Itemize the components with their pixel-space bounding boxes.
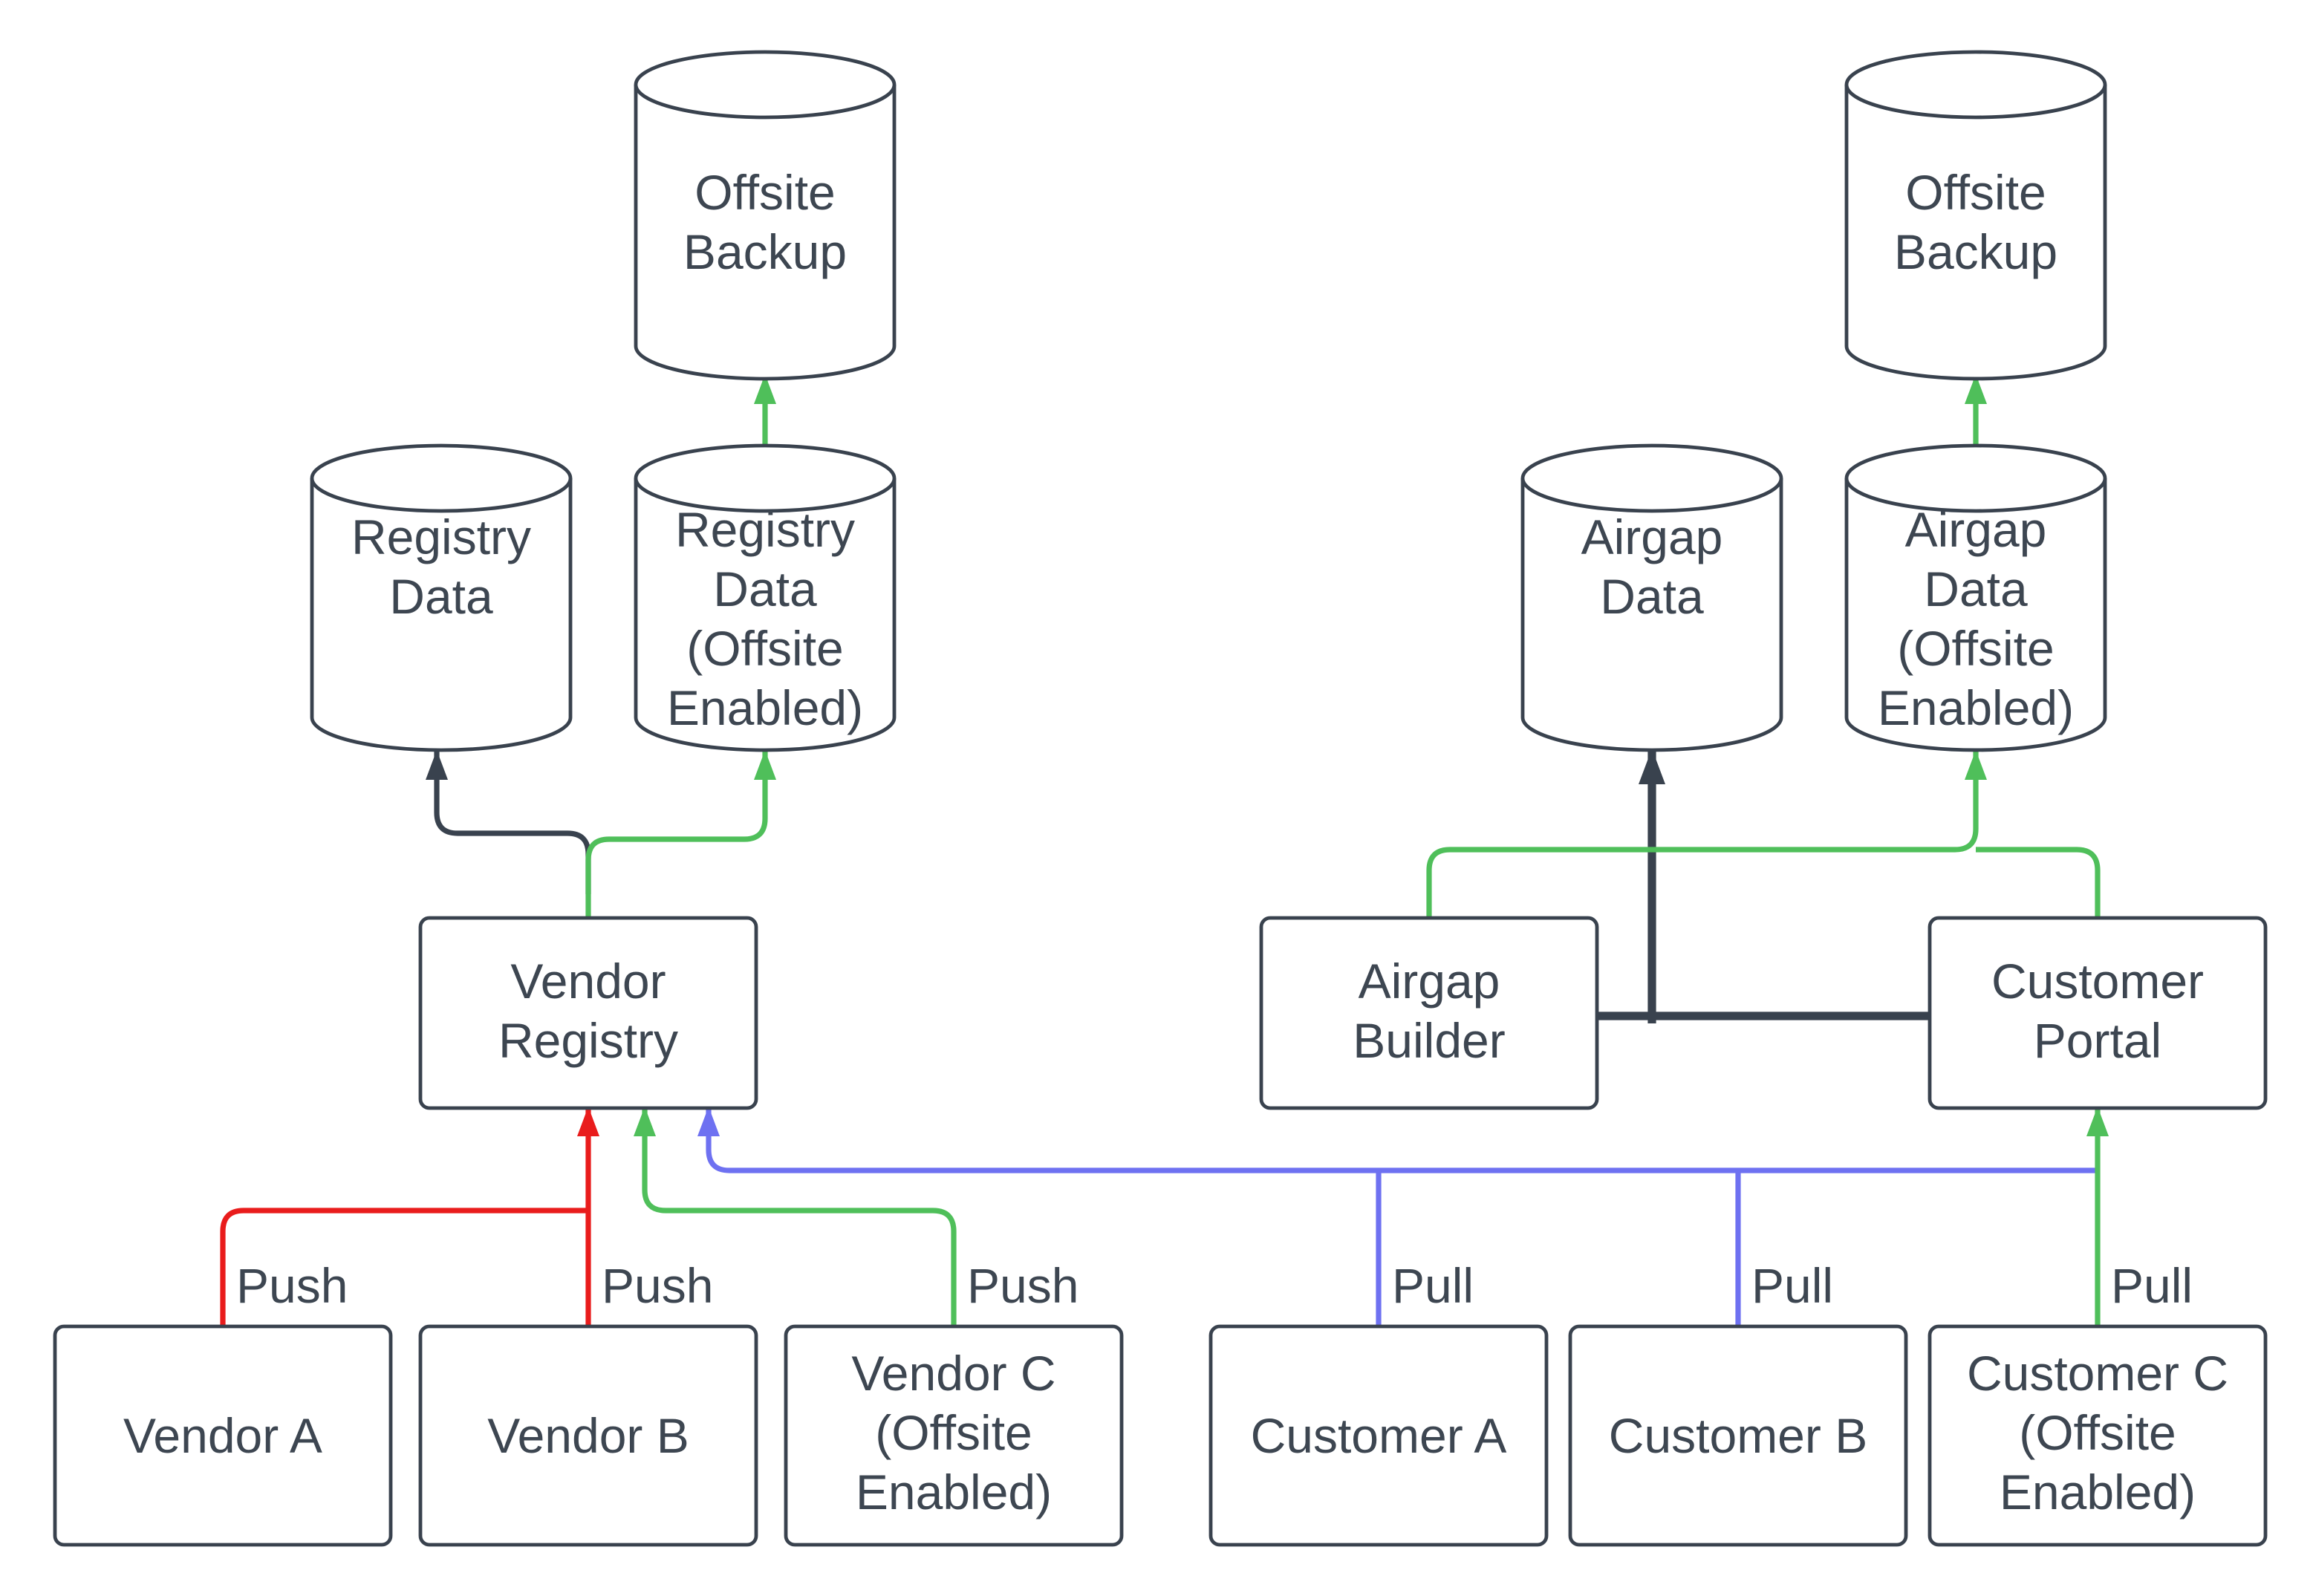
node-customer-b: Customer B [1568, 1324, 1908, 1547]
node-label: Data [389, 569, 493, 624]
node-vendor-a: Vendor A [53, 1324, 393, 1547]
node-customer-a: Customer A [1208, 1324, 1549, 1547]
node-customer-c: Customer C (Offsite Enabled) [1928, 1324, 2268, 1547]
node-vendor-registry: Vendor Registry [418, 916, 758, 1110]
node-label: Airgap [1905, 502, 2047, 557]
node-vendor-b: Vendor B [418, 1324, 758, 1547]
edge-label-pull-customer-b: Pull [1751, 1258, 1833, 1313]
node-label: Enabled) [2000, 1465, 2196, 1520]
node-label: (Offsite [2019, 1405, 2176, 1460]
node-label: (Offsite [686, 621, 844, 676]
node-label: Enabled) [1878, 680, 2074, 735]
edge-labels: Push Push Push Pull Pull Pull [236, 1258, 2193, 1313]
node-label: Airgap [1359, 954, 1500, 1009]
node-label: Offsite [694, 165, 836, 220]
node-label: Data [1924, 561, 2028, 616]
node-label: Customer A [1251, 1408, 1507, 1463]
node-label: Customer C [1967, 1346, 2228, 1401]
node-label: Offsite [1905, 165, 2046, 220]
node-label: Customer [1991, 954, 2204, 1009]
node-label: (Offsite [1897, 621, 2055, 676]
node-registry-data: Registry Data [310, 443, 573, 752]
edge-label-push-vendor-b: Push [602, 1258, 713, 1313]
edge-vendor-c-push [634, 1107, 957, 1326]
node-airgap-data: Airgap Data [1520, 443, 1783, 752]
node-label: Vendor [510, 954, 666, 1009]
node-vendor-c: Vendor C (Offsite Enabled) [784, 1324, 1124, 1547]
node-label: Backup [1894, 224, 2057, 279]
node-offsite-backup-left: Offsite Backup [634, 50, 897, 381]
node-label: Data [713, 561, 817, 616]
node-label: (Offsite [875, 1405, 1032, 1460]
edges [220, 374, 2109, 1326]
node-label: Backup [683, 224, 847, 279]
node-airgap-builder: Airgap Builder [1259, 916, 1599, 1110]
edge-customers-pull-main [697, 1107, 2098, 1173]
edge-label-push-vendor-a: Push [236, 1258, 348, 1313]
node-offsite-backup-right: Offsite Backup [1844, 50, 2107, 381]
node-label: Registry [351, 509, 531, 564]
node-label: Portal [2034, 1013, 2161, 1068]
edge-label-push-vendor-c: Push [967, 1258, 1079, 1313]
node-customer-portal: Customer Portal [1928, 916, 2268, 1110]
node-label: Customer B [1609, 1408, 1867, 1463]
node-label: Airgap [1581, 509, 1723, 564]
node-label: Data [1600, 569, 1704, 624]
edge-vendor-a-push [220, 1208, 588, 1326]
edge-vendor-registry-to-registry-data-offsite [585, 750, 776, 918]
node-label: Enabled) [856, 1465, 1052, 1520]
node-label: Builder [1353, 1013, 1505, 1068]
node-label: Registry [675, 502, 855, 557]
node-label: Enabled) [667, 680, 863, 735]
edge-airgap-builder-to-airgap-data-offsite [1426, 750, 1987, 918]
node-label: Vendor B [487, 1408, 689, 1463]
edge-label-pull-customer-a: Pull [1392, 1258, 1474, 1313]
node-label: Vendor A [123, 1408, 322, 1463]
node-registry-data-offsite: Registry Data (Offsite Enabled) [634, 443, 897, 752]
node-label: Registry [498, 1013, 678, 1068]
node-airgap-data-offsite: Airgap Data (Offsite Enabled) [1844, 443, 2107, 752]
edge-vendor-registry-to-registry-data [426, 750, 591, 894]
edge-customer-portal-to-airgap-data-offsite [1976, 847, 2101, 918]
edge-label-pull-customer-c: Pull [2111, 1258, 2193, 1313]
node-label: Vendor C [851, 1346, 1055, 1401]
